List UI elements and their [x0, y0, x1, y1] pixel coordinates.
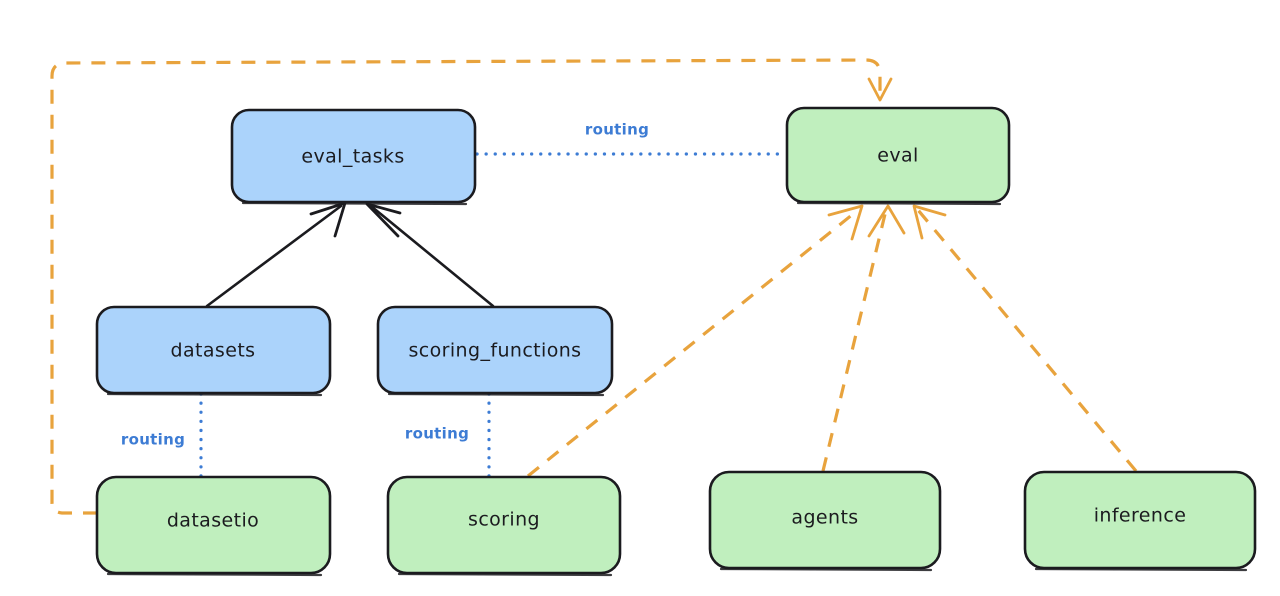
- edge-datasetio-eval[interactable]: [50, 58, 893, 515]
- edge-inference-eval[interactable]: [912, 204, 1138, 473]
- node-scoring-functions[interactable]: scoring_functions: [376, 305, 614, 397]
- node-agents[interactable]: agents: [708, 470, 942, 572]
- node-datasetio[interactable]: datasetio: [95, 475, 332, 577]
- node-datasets-box[interactable]: [95, 305, 332, 395]
- node-agents-label: agents: [791, 507, 858, 529]
- edge-datasets-evaltasks[interactable]: [205, 201, 347, 308]
- edge-datasets-datasetio[interactable]: routing: [121, 392, 203, 478]
- node-inference-label: inference: [1094, 505, 1187, 527]
- edge-agents-eval[interactable]: [821, 204, 906, 472]
- node-scoring-label: scoring: [468, 509, 540, 531]
- node-scoring[interactable]: scoring: [386, 475, 622, 577]
- node-datasets[interactable]: datasets: [95, 305, 332, 397]
- node-scoring-functions-box[interactable]: [376, 305, 614, 395]
- node-eval-tasks-box[interactable]: [230, 108, 477, 204]
- edge-scoringfunctions-scoring[interactable]: routing: [405, 392, 491, 478]
- edge-label-routing-scoring: routing: [405, 425, 469, 443]
- edge-layer: routing routing routing: [50, 58, 1138, 515]
- node-eval-label: eval: [877, 145, 918, 167]
- edge-evaltasks-eval[interactable]: routing: [475, 121, 787, 156]
- edge-label-routing-datasetio: routing: [121, 431, 185, 449]
- node-datasetio-box[interactable]: [95, 475, 332, 575]
- node-eval-tasks-label: eval_tasks: [301, 146, 404, 168]
- node-inference[interactable]: inference: [1023, 470, 1257, 572]
- edge-label-routing-eval: routing: [585, 121, 649, 139]
- node-eval[interactable]: eval: [785, 106, 1011, 206]
- node-scoring-box[interactable]: [386, 475, 622, 575]
- node-scoring-functions-label: scoring_functions: [409, 340, 582, 362]
- node-datasetio-label: datasetio: [167, 510, 259, 532]
- node-eval-tasks[interactable]: eval_tasks: [230, 108, 477, 206]
- node-layer: eval_tasks eval datasets scoring_functio…: [95, 106, 1257, 577]
- node-eval-box[interactable]: [785, 106, 1011, 204]
- node-inference-box[interactable]: [1023, 470, 1257, 570]
- edge-scoring-eval[interactable]: [526, 204, 864, 478]
- node-agents-box[interactable]: [708, 470, 942, 570]
- node-datasets-label: datasets: [171, 340, 256, 362]
- edge-scoringfunctions-evaltasks[interactable]: [365, 202, 495, 308]
